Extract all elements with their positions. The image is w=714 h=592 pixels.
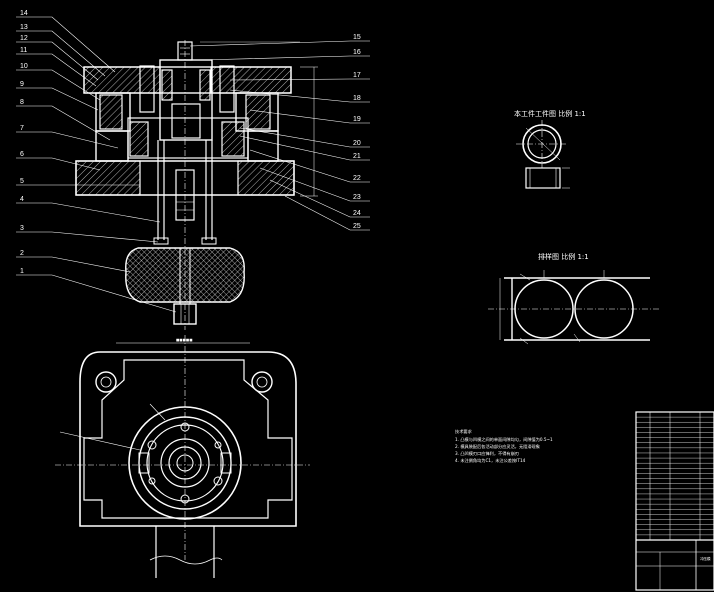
balloon-3: 3 — [20, 225, 24, 232]
plan-view: ■■■■■ — [55, 335, 310, 578]
balloon-21: 21 — [353, 153, 361, 160]
parts-list-title-block: 冲压模 — [635, 411, 714, 591]
balloons-left: 14 13 12 11 10 9 8 7 6 5 4 3 2 1 — [16, 10, 177, 313]
note-line-1: 1. 凸模与凹模之间的单面间隙均匀，间隙值为0.5~1 — [455, 436, 553, 443]
balloon-10: 10 — [20, 63, 28, 70]
workpiece-view: 本工件工件图 比例 1:1 — [514, 109, 586, 189]
balloon-7: 7 — [20, 125, 24, 132]
balloon-9: 9 — [20, 81, 24, 88]
balloon-23: 23 — [353, 194, 361, 201]
balloon-4: 4 — [20, 196, 24, 203]
balloon-17: 17 — [353, 72, 361, 79]
drawing-name: 冲压模 — [700, 556, 711, 561]
balloon-22: 22 — [353, 175, 361, 182]
balloon-5: 5 — [20, 178, 24, 185]
strip-layout-view: 排样图 比例 1:1 — [488, 252, 660, 345]
balloon-25: 25 — [353, 223, 361, 230]
balloon-15: 15 — [353, 34, 361, 41]
balloon-11: 11 — [20, 47, 27, 54]
balloon-6: 6 — [20, 151, 24, 158]
layout-caption: 排样图 比例 1:1 — [538, 252, 589, 261]
balloons-right: 15 16 17 18 19 20 21 22 23 24 25 — [189, 34, 370, 231]
workpiece-caption: 本工件工件图 比例 1:1 — [514, 109, 586, 118]
notes-heading: 技术要求 — [455, 428, 473, 435]
balloon-16: 16 — [353, 49, 361, 56]
balloon-8: 8 — [20, 99, 24, 106]
balloon-18: 18 — [353, 95, 361, 102]
note-line-2: 2. 模具装配后各活动部分应灵活，无阻滞现象 — [455, 443, 540, 450]
balloon-19: 19 — [353, 116, 361, 123]
balloon-14: 14 — [20, 10, 28, 17]
balloon-24: 24 — [353, 210, 361, 217]
balloon-13: 13 — [20, 24, 28, 31]
balloon-2: 2 — [20, 250, 24, 257]
balloon-12: 12 — [20, 35, 28, 42]
balloon-1: 1 — [20, 268, 24, 275]
parts-list-rows — [636, 416, 714, 536]
balloon-20: 20 — [353, 140, 361, 147]
note-line-3: 3. 凸凹模刃口应锋利，不得有崩刃 — [455, 450, 519, 457]
note-line-4: 4. 未注倒角均为C1，未注公差按IT14 — [455, 457, 526, 464]
svg-text:■■■■■: ■■■■■ — [176, 338, 193, 342]
technical-notes: 技术要求 1. 凸模与凹模之间的单面间隙均匀，间隙值为0.5~1 2. 模具装配… — [455, 428, 553, 464]
